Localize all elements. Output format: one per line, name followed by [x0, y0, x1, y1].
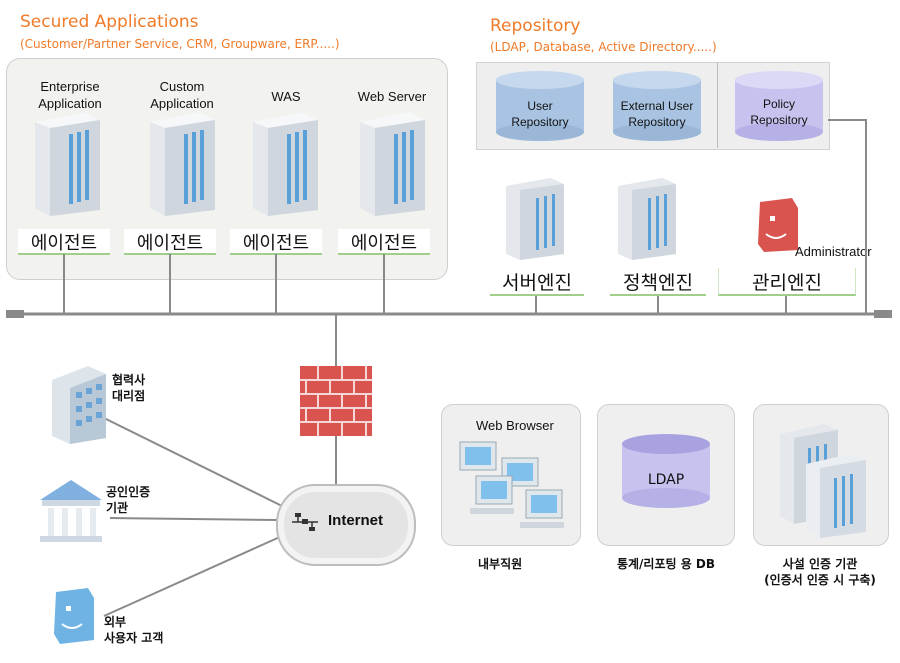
secured-apps-subtitle: (Customer/Partner Service, CRM, Groupwar… — [20, 37, 340, 51]
agent-webserver: 에이전트 — [338, 229, 430, 255]
partner-label: 협력사 대리점 — [112, 373, 146, 403]
server-label-enterprise: Enterprise Application — [38, 79, 102, 111]
policy-repository-label: Policy Repository — [750, 97, 808, 127]
enterprise-server-icon — [35, 112, 100, 216]
server-label-custom: Custom Application — [150, 79, 214, 111]
was-server-icon — [253, 112, 318, 216]
cert-authority-icon — [40, 480, 102, 542]
custom-server-icon — [150, 112, 215, 216]
agent-custom: 에이전트 — [124, 229, 216, 255]
stats-db-label: 통계/리포팅 용 DB — [616, 557, 716, 571]
policy-engine-label: 정책엔진 — [610, 268, 706, 296]
private-cert-label: 사설 인증 기관 (인증서 인증 시 구축) — [764, 557, 876, 587]
administrator-label: Administrator — [795, 244, 872, 259]
administrator-icon — [758, 198, 798, 252]
external-user-repository-label: External User Repository — [620, 99, 694, 129]
server-engine-icon — [506, 178, 564, 260]
user-repository-label: User Repository — [511, 99, 569, 129]
web-server-icon — [360, 112, 425, 216]
web-browser-label: Web Browser — [476, 418, 554, 433]
cert-authority-label: 공인인증 기관 — [106, 485, 151, 515]
policy-repository-icon — [735, 71, 823, 141]
external-customer-label: 외부 사용자 고객 — [104, 615, 164, 645]
repository-title: Repository — [490, 16, 581, 36]
external-customer-icon — [54, 588, 94, 644]
internet-label: Internet — [328, 512, 384, 529]
agent-enterprise: 에이전트 — [18, 229, 110, 255]
user-repository-icon — [496, 71, 584, 141]
internet-cloud — [276, 484, 416, 566]
repository-subtitle: (LDAP, Database, Active Directory.....) — [490, 40, 717, 54]
ldap-label: LDAP — [647, 472, 685, 488]
partner-building-icon — [52, 366, 106, 444]
server-engine-label: 서버엔진 — [490, 268, 584, 296]
internal-staff-label: 내부직원 — [478, 557, 523, 571]
external-user-repository-icon — [613, 71, 701, 141]
network-icon — [292, 513, 318, 531]
admin-engine-label: 관리엔진 — [718, 268, 856, 296]
server-label-webserver: Web Server — [357, 89, 427, 104]
server-label-was: WAS — [271, 89, 301, 104]
ldap-cylinder-icon — [622, 434, 710, 508]
computers-icon — [459, 441, 564, 528]
private-cert-server-icon — [780, 424, 866, 538]
secured-apps-title: Secured Applications — [20, 12, 199, 32]
repository-divider — [717, 62, 718, 148]
firewall-icon — [300, 366, 372, 436]
policy-engine-icon — [618, 178, 676, 260]
